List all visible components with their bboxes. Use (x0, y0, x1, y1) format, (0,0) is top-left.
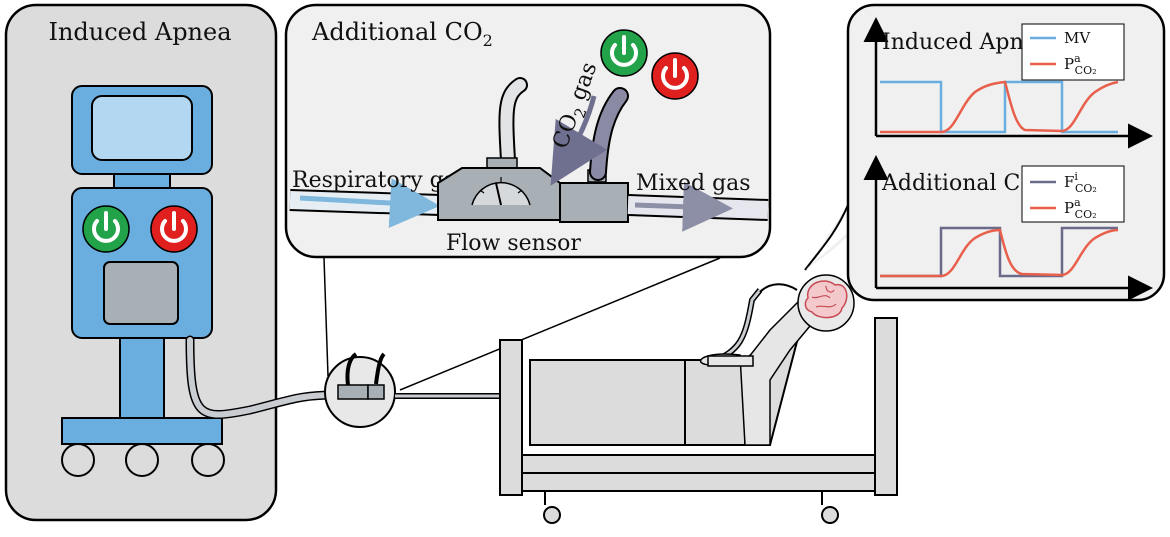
power-off-icon (150, 205, 198, 253)
co2-flow-arrow (550, 95, 608, 186)
additional-co2-title: Additional CO2 (311, 18, 493, 50)
flow-sensor-label: Flow sensor (446, 231, 581, 256)
induced-apnea-title: Induced Apnea (48, 18, 231, 46)
respiratory-flow-arrow (299, 178, 440, 229)
ventilator (61, 85, 225, 477)
series-paco2-apnea (880, 80, 1119, 134)
mixed-flow-arrow (634, 181, 733, 232)
series-mv (880, 80, 1118, 134)
mixed-gas-label: Mixed gas (636, 171, 751, 196)
brain-icon (804, 280, 848, 319)
series-paco2-co2 (880, 228, 1119, 278)
chart-apnea-plot (880, 80, 1119, 134)
series-fico2 (880, 226, 1118, 278)
induced-apnea-panel: Induced Apnea (4, 3, 278, 522)
sensor-zoom-circle (324, 352, 396, 428)
chart-co2-plot (880, 226, 1119, 278)
power-off-icon (651, 52, 699, 100)
power-on-icon (82, 205, 130, 253)
flow-sensor (437, 157, 561, 221)
legend-mv: MV (1064, 29, 1091, 47)
gauge-icon (471, 177, 531, 206)
patient (699, 274, 855, 446)
chart-co2-title: Additional CO2 (881, 171, 1048, 200)
additional-co2-panel: Additional CO2 Respiratory gas Flow sens… (284, 3, 772, 259)
hospital-bed (499, 317, 898, 524)
power-on-icon (600, 29, 648, 77)
